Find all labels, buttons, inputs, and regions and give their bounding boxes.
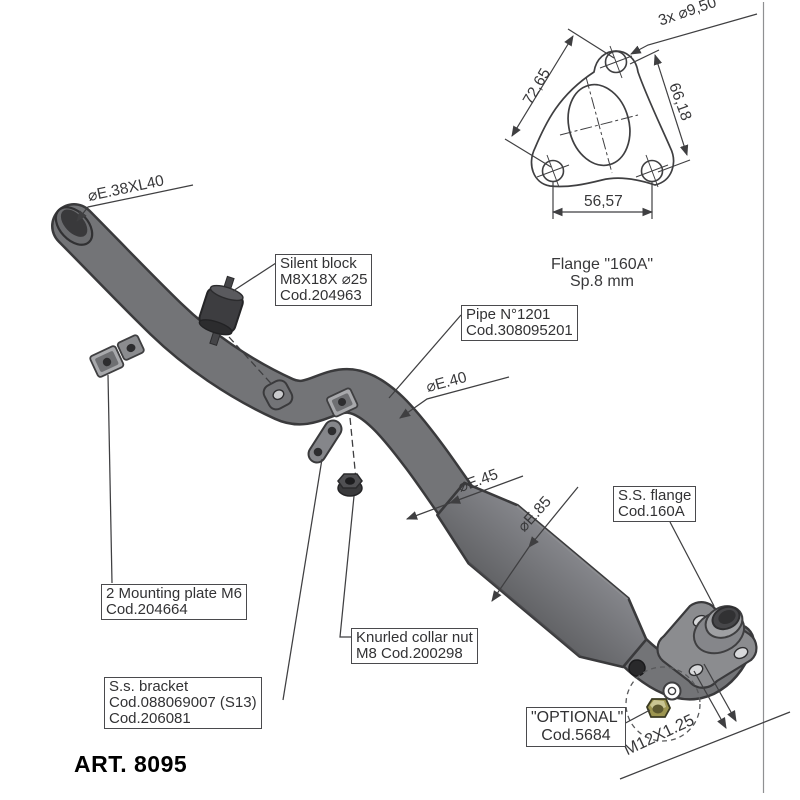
mounting-plate-callout: 2 Mounting plate M6 Cod.204664 [101, 584, 247, 620]
optional-line2: Cod.5684 [541, 727, 611, 744]
ss-bracket-line2: Cod.088069007 (S13) [109, 694, 257, 711]
pipe-line1: Pipe N°1201 [466, 306, 551, 323]
silent-block-line2: M8X18X ⌀25 [280, 271, 368, 288]
knurled-collar-nut-part [337, 473, 363, 497]
pipe-bracket-middle [262, 379, 294, 411]
optional-dashed-circle [625, 666, 701, 742]
center-crosshairs [559, 76, 639, 174]
silent-block-line1: Silent block [280, 255, 357, 272]
bolt-holes [536, 45, 669, 188]
dimension-lines [504, 13, 758, 219]
silent-block-line3: Cod.204963 [280, 287, 362, 304]
flange-caption-line2: Sp.8 mm [569, 273, 634, 290]
optional-nut [645, 698, 672, 718]
optional-callout: "OPTIONAL" Cod.5684 [526, 707, 626, 747]
pipe-line2: Cod.308095201 [466, 322, 573, 339]
mounting-plate-right [326, 387, 359, 418]
flange-2d-drawing [504, 13, 758, 219]
cat-body [436, 481, 648, 669]
pipe-callout: Pipe N°1201 Cod.308095201 [461, 305, 578, 341]
article-number: ART. 8095 [74, 751, 188, 777]
optional-line1: "OPTIONAL" [531, 709, 624, 726]
flange-caption: Flange "160A" Sp.8 mm [536, 256, 668, 290]
exhaust-pipe [51, 203, 481, 527]
ss-flange-line2: Cod.160A [618, 503, 685, 520]
ss-bracket-part [307, 419, 343, 464]
flange-stud-bolt [628, 659, 646, 677]
knurled-nut-line1: Knurled collar nut [356, 629, 473, 646]
flange-caption-line1: Flange "160A" [550, 256, 654, 273]
washer [662, 681, 682, 701]
mounting-plate-line1: 2 Mounting plate M6 [106, 585, 242, 602]
ss-bracket-line1: S.s. bracket [109, 678, 189, 695]
catalytic-converter [436, 481, 648, 669]
mounting-plate-left [89, 345, 125, 378]
flange-dim-56-57: 56,57 [584, 193, 623, 210]
ss-bracket-line3: Cod.206081 [109, 710, 191, 727]
ss-flange-part [656, 601, 758, 689]
pipe-bracket-left [116, 334, 145, 361]
ss-flange-callout: S.S. flange Cod.160A [613, 486, 697, 522]
ss-flange-line1: S.S. flange [618, 487, 692, 504]
mounting-plate-line2: Cod.204664 [106, 601, 188, 618]
silent-block-callout: Silent block M8X18X ⌀25 Cod.204963 [275, 254, 373, 306]
knurled-nut-callout: Knurled collar nut M8 Cod.200298 [351, 628, 478, 664]
silent-block [198, 275, 244, 347]
leader-lines [76, 184, 791, 780]
pipe-body [53, 205, 479, 525]
knurled-nut-line2: M8 Cod.200298 [356, 645, 463, 662]
ss-bracket-callout: S.s. bracket Cod.088069007 (S13) Cod.206… [104, 677, 262, 729]
